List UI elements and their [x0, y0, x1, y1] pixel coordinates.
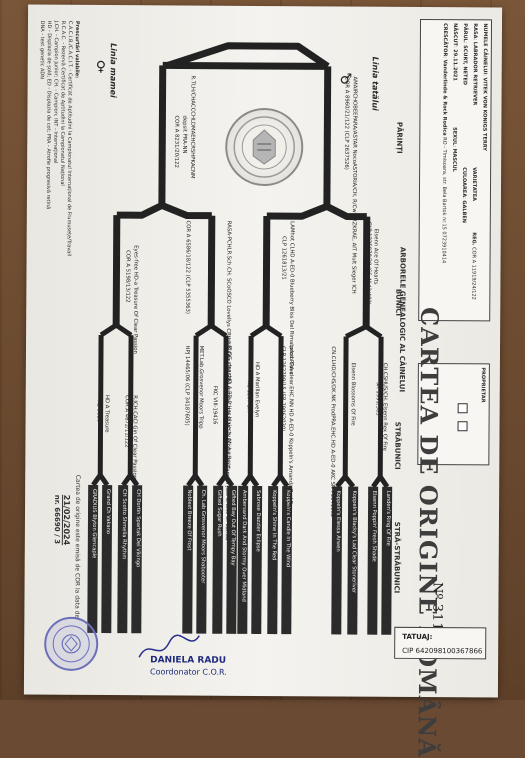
gggp-name-13: CH Dortin Spartak Del Vikingo [134, 489, 142, 568]
ggp-3-name: prod.PRA-clear.EHC.NN HD A-ED-0 Koppeln'… [287, 346, 295, 514]
cor-seal [225, 107, 304, 187]
gggp-name-12: Noblest Breeze Of Frost [185, 489, 193, 551]
gp-4-reg: COR A 5198/13/122 [124, 250, 131, 303]
tree-ggp-splits [99, 323, 383, 339]
tree-ggp-lines [97, 334, 384, 477]
gggp-name-10: Gifted Sugar Rush [215, 489, 223, 537]
ggp-8-reg: KC 0016 [95, 399, 102, 423]
tatuaj-label: TATUAJ: [402, 632, 433, 642]
gggp-name-3: Koppeln's Blacky's Lad Clear Stoneriver [350, 490, 358, 594]
tree-gp-split-dam [116, 202, 212, 220]
ggp-5-reg: FKC VIII-19416 [211, 385, 218, 425]
dam-reg: COR A 8231/20/122 [173, 115, 180, 168]
gp-4-name: Eyes-free HD-a Treasure Of Clear Passion [131, 245, 139, 354]
ggp-4-name: HD A Marillan Evelyn [253, 361, 260, 418]
gggp-name-2: Elsenn Poppin' Fresh Shade [370, 490, 378, 562]
gggp-name-16: GRADIUS Blyton Glencaple [90, 488, 98, 559]
tree-gggp-splits [91, 473, 390, 489]
legend-line-4: J.CH. - Campion Junior; CH. - Campion; I… [52, 20, 60, 164]
ggp-6-reg: HPJ 14465/06 (CLP 34187605) [183, 345, 191, 426]
legend-line-5: HD - Displazia de șold; ED - Displazia d… [44, 20, 53, 210]
issue-text: Cartea de origine este emisă de COR la d… [73, 474, 82, 619]
ggp-1-name: CH.CSHUS/CH. Elsenn Rex Of Fire [381, 362, 388, 451]
gggp-name-15: Grand Ch Vakano [104, 489, 112, 535]
official-stamp [44, 616, 99, 671]
seal-emblem-icon [233, 116, 295, 178]
legend-line-3: R.C.A.C. - Rezervă Certificat de Aptitud… [59, 20, 67, 186]
ggp-7-name: R.JCH.CACI Gin Of Clear Passion [131, 395, 138, 480]
ggp-2-reg: CN.CLHD/CHS/DK.NK ProdPRA.EHC.HD A-ED-0 … [328, 346, 337, 518]
tree-gp-lines [112, 215, 371, 327]
ggp-7-reg: COR A 4672/11/122 [123, 395, 130, 448]
gggp-name-9: Gifted Bay Out Of Tempy Bay [229, 489, 237, 566]
cip-value: CIP 642098100367866 [402, 646, 483, 656]
gggp-name-4: Koppeln's Elessa Arwen [334, 490, 342, 552]
pedigree-certificate: NUMELE CÂINELUI: VITEK VON KONIGS TERRY … [23, 4, 503, 758]
issue-date-row: 21/02/2024 [62, 495, 71, 545]
gp-3-reg: COR A 6586/18/122 (CLP 5355363) [184, 220, 191, 314]
issue-date: 21/02/2024 [61, 494, 72, 546]
gp-2-reg: CLP 1261813/21 [280, 236, 287, 280]
legend-line-6: DNA - test genetic ADN [38, 20, 46, 80]
dam-extra: depsit PRA-NN [181, 115, 188, 154]
ggp-8-name: HD A Treasure [103, 395, 110, 433]
gggp-name-11: Ch. Lab Grosvenor Moors Shabooter [199, 489, 207, 584]
sire-reg: COR A 8960/21/122 (CLP 2637526) [343, 76, 350, 170]
tree-sire-branch [323, 66, 332, 207]
tree-gp-split-sire [266, 203, 367, 221]
ggp-1-reg: SR 1991/505 [374, 381, 381, 416]
gggp-name-14: CH Scotto Shmelia Rhythm [120, 489, 128, 560]
gggp-name-6: Koppeln's Shine In The Red [270, 490, 278, 561]
gp-1-reg: CLP 1235970/20 (SS 4543/402) [365, 221, 372, 305]
gggp-name-8: Ambersand Dark And Stormy Over Midland [240, 489, 248, 602]
pedigree-tree [91, 42, 390, 489]
signatory-name: DANIELA RADU [150, 655, 227, 666]
tree-dam-branch [158, 65, 167, 206]
issue-number-row: nr. 66690 / 3 [53, 495, 61, 544]
ggp-2-name: Elsenn Blossoms Of Fire [349, 362, 356, 426]
issue-number-label: nr. [53, 494, 62, 505]
tree-root [162, 42, 330, 70]
signatory-title: Coordonator C.O.R. [150, 667, 227, 677]
gggp-name-1: Landen's Ring Of Fire [384, 490, 392, 546]
gp-1-name: Elsenn Ace Of Hearts [372, 228, 379, 285]
ggp-3-reg: CLP 1262799/15 (SR 79062030) [279, 346, 287, 432]
ggp-5-name: PLOG.clear.HD A-ED-0 Her Majesty Misha B… [225, 345, 233, 469]
issue-statement: Cartea de origine este emisă de COR la d… [73, 475, 81, 618]
legend-line-1: Prescurtări valabile: [73, 20, 81, 79]
ggp-4-reg: KC 1207 DA [245, 380, 252, 413]
gggp-name-7: Sabrose Dazzler Eclipse [254, 489, 262, 552]
issue-number: 66690 / 3 [52, 507, 62, 544]
handwritten-signature [138, 634, 200, 658]
ggp-6-name: MET.Lab.Grosvenor Moors Tripp [197, 345, 205, 429]
dam-name: R.TLH/CHACCCHLDMAEHCRSHPKACNM [189, 75, 196, 179]
stamp-emblem-icon [52, 625, 90, 663]
